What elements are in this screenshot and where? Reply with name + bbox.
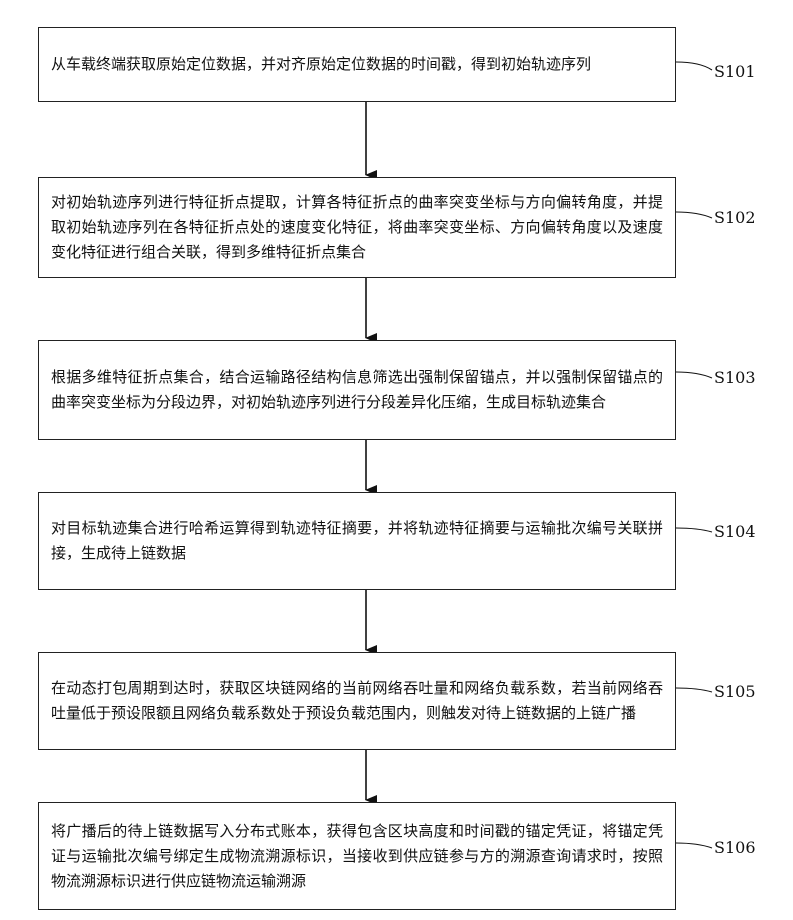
step-label-s104: S104 <box>714 522 756 541</box>
step-text-s104: 对目标轨迹集合进行哈希运算得到轨迹特征摘要，并将轨迹特征摘要与运输批次编号关联拼… <box>51 516 663 566</box>
step-text-s102: 对初始轨迹序列进行特征折点提取，计算各特征折点的曲率突变坐标与方向偏转角度，并提… <box>51 190 663 265</box>
leader-s101 <box>676 62 712 70</box>
step-label-s105: S105 <box>714 682 756 701</box>
step-box-s103: 根据多维特征折点集合，结合运输路径结构信息筛选出强制保留锚点，并以强制保留锚点的… <box>38 340 676 440</box>
step-box-s102: 对初始轨迹序列进行特征折点提取，计算各特征折点的曲率突变坐标与方向偏转角度，并提… <box>38 177 676 278</box>
step-box-s106: 将广播后的待上链数据写入分布式账本，获得包含区块高度和时间戳的锚定凭证，将锚定凭… <box>38 802 676 910</box>
step-label-s106: S106 <box>714 838 756 857</box>
step-label-s102: S102 <box>714 208 756 227</box>
step-box-s104: 对目标轨迹集合进行哈希运算得到轨迹特征摘要，并将轨迹特征摘要与运输批次编号关联拼… <box>38 492 676 590</box>
leader-s105 <box>676 688 712 692</box>
step-text-s106: 将广播后的待上链数据写入分布式账本，获得包含区块高度和时间戳的锚定凭证，将锚定凭… <box>51 819 663 894</box>
leader-s102 <box>676 212 712 218</box>
leader-s106 <box>676 843 712 848</box>
step-label-s103: S103 <box>714 368 756 387</box>
leader-s104 <box>676 528 712 532</box>
step-box-s105: 在动态打包周期到达时，获取区块链网络的当前网络吞吐量和网络负载系数，若当前网络吞… <box>38 652 676 750</box>
step-text-s105: 在动态打包周期到达时，获取区块链网络的当前网络吞吐量和网络负载系数，若当前网络吞… <box>51 676 663 726</box>
step-box-s101: 从车载终端获取原始定位数据，并对齐原始定位数据的时间戳，得到初始轨迹序列 <box>38 27 676 102</box>
step-text-s101: 从车载终端获取原始定位数据，并对齐原始定位数据的时间戳，得到初始轨迹序列 <box>51 52 663 77</box>
step-text-s103: 根据多维特征折点集合，结合运输路径结构信息筛选出强制保留锚点，并以强制保留锚点的… <box>51 365 663 415</box>
step-label-s101: S101 <box>714 62 756 81</box>
leader-s103 <box>676 372 712 378</box>
